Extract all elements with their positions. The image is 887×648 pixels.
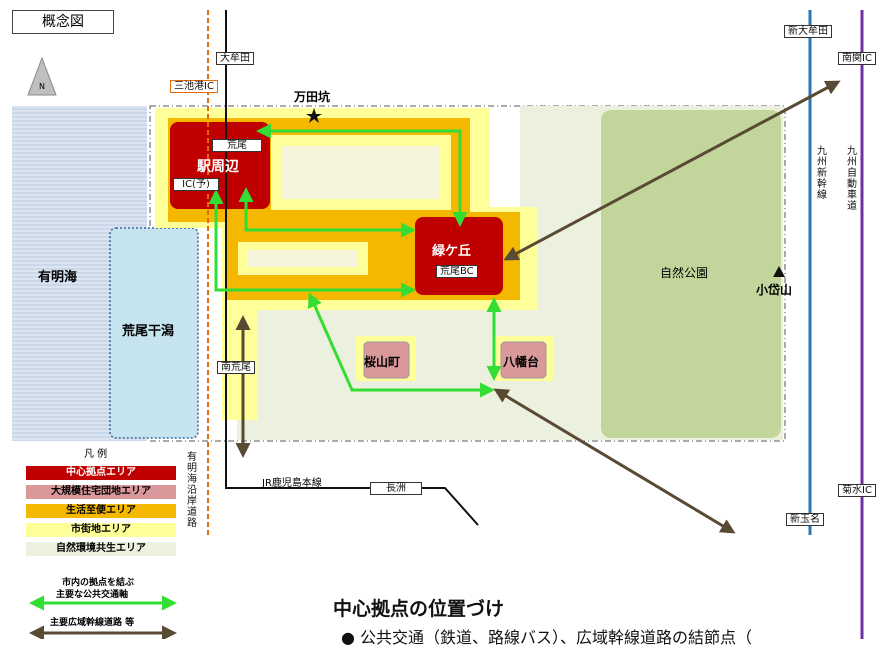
transit-arrow-4 <box>307 292 495 398</box>
legend-item: 中心拠点エリア <box>26 466 186 483</box>
ic-planned: IC(予) <box>173 178 219 191</box>
road-arrow-minamiseki <box>503 80 841 261</box>
nature-park-label: 自然公園 <box>660 266 709 280</box>
station-nagasu: 長洲 <box>370 482 422 495</box>
coastal-road-label: 有明海沿岸道路 <box>187 452 197 529</box>
station-shin-tamana: 新玉名 <box>786 513 824 526</box>
legend-item: 大規模住宅団地エリア <box>26 485 186 502</box>
road-arrow-kikusui <box>493 388 736 534</box>
north-label: N <box>39 82 45 91</box>
tidal-flat <box>109 227 199 439</box>
expressway-label: 九州自動車道 <box>847 146 857 212</box>
odaisan-label: 小岱山 <box>756 283 793 297</box>
midorigaoka-label: 緑ケ丘 <box>432 244 472 259</box>
transit-arrow-3 <box>208 189 416 298</box>
sea-label: 有明海 <box>38 270 78 285</box>
legend-road-label: 主要広域幹線道路 等 <box>50 618 135 628</box>
manda-pit-label: 万田坑 <box>294 90 331 104</box>
odaisan-triangle <box>773 266 785 277</box>
transit-arrow-1 <box>256 123 468 227</box>
legend-transit-label-2: 主要な公共交通軸 <box>56 590 129 600</box>
station-area-label: 駅周辺 <box>197 159 239 175</box>
north-arrow <box>27 56 57 96</box>
section-bullet: ● 公共交通（鉄道、路線バス）、広域幹線道路の結節点（ <box>341 628 753 647</box>
yawatadai-label: 八幡台 <box>503 355 540 369</box>
ic-arao-bc: 荒尾BC <box>436 265 478 278</box>
station-arao: 荒尾 <box>212 139 262 152</box>
manda-pit-star <box>306 108 322 123</box>
legend-swatch: 市街地エリア <box>26 523 176 537</box>
legend-item: 市街地エリア <box>26 523 186 540</box>
legend-transit-label-1: 市内の拠点を結ぶ <box>62 578 135 588</box>
tidal-flat-label: 荒尾干潟 <box>122 324 175 339</box>
legend-swatch: 大規模住宅団地エリア <box>26 485 176 499</box>
shinkansen-label: 九州新幹線 <box>817 146 827 201</box>
ic-kikusui: 菊水IC <box>838 484 876 497</box>
legend: 凡 例 中心拠点エリア大規模住宅団地エリア生活至便エリア市街地エリア自然環境共生… <box>26 445 186 561</box>
legend-item: 生活至便エリア <box>26 504 186 521</box>
legend-swatch: 自然環境共生エリア <box>26 542 176 556</box>
legend-swatch: 生活至便エリア <box>26 504 176 518</box>
section-heading: 中心拠点の位置づけ <box>333 598 505 620</box>
ic-miikeko: 三池港IC <box>170 80 218 93</box>
station-shin-omuta: 新大牟田 <box>784 25 832 38</box>
ic-minamiseki: 南関IC <box>838 52 876 65</box>
kagoshima-main-line-label: JR鹿児島本線 <box>262 478 322 489</box>
station-omuta: 大牟田 <box>216 52 254 65</box>
station-minami-arao: 南荒尾 <box>217 361 255 374</box>
legend-swatch: 中心拠点エリア <box>26 466 176 480</box>
legend-item: 自然環境共生エリア <box>26 542 186 559</box>
legend-title: 凡 例 <box>84 449 108 460</box>
sakurayama-label: 桜山町 <box>364 355 401 369</box>
map-title-box: 概念図 <box>12 10 114 34</box>
